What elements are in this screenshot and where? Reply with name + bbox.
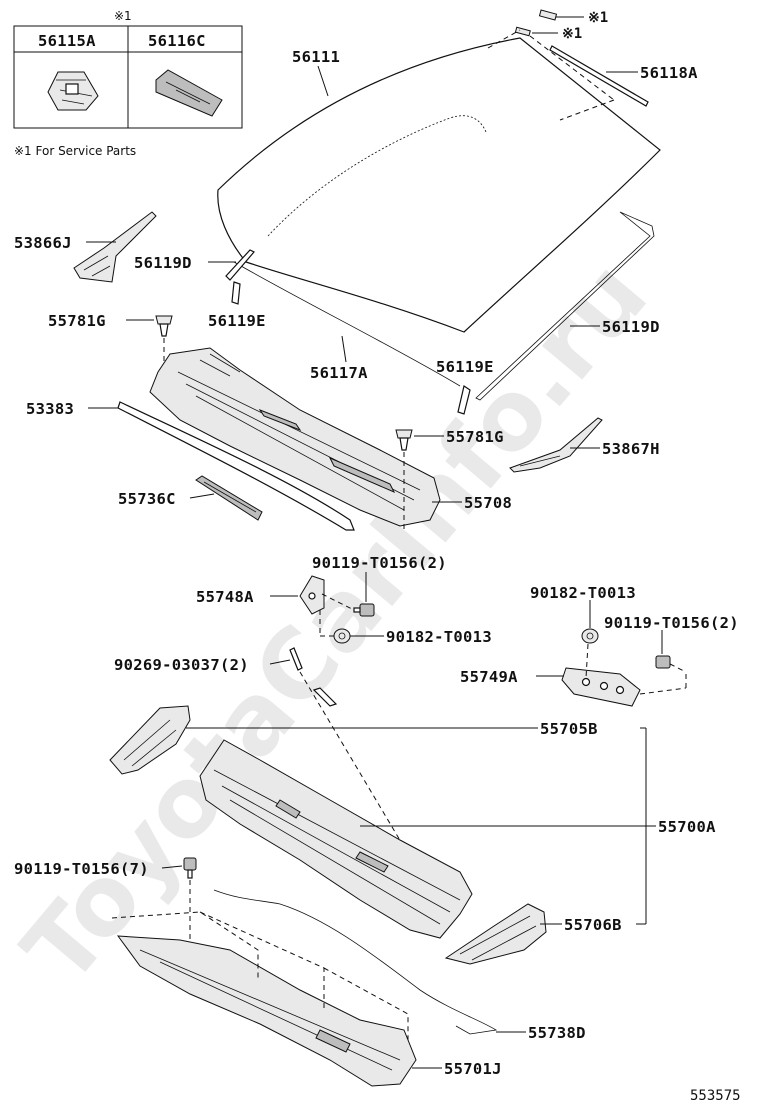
callout-53383: 53383 (26, 400, 74, 418)
callout-56117A: 56117A (310, 364, 368, 382)
callout-90119-top: 90119-T0156(2) (312, 554, 447, 572)
clip-56116c-icon (155, 69, 223, 117)
strip-56119d-left (225, 249, 255, 281)
callout-56118A: 56118A (640, 64, 698, 82)
legend-col2-label: 56116C (148, 32, 206, 50)
callout-55738D: 55738D (528, 1024, 586, 1042)
callout-55736C: 55736C (118, 490, 176, 508)
callout-56119E-right: 56119E (436, 358, 494, 376)
nut-90182-left (333, 628, 351, 644)
watermark-text: ToyotaCarInfo.ru (2, 240, 669, 1005)
callout-53866J: 53866J (14, 234, 72, 252)
legend-note: ※1 For Service Parts (14, 144, 136, 158)
cowl-top-55700a (199, 739, 473, 939)
bracket-55706b (444, 903, 547, 965)
bracket-55749a (561, 667, 641, 707)
callout-55708: 55708 (464, 494, 512, 512)
legend-mark: ※1 (114, 9, 132, 23)
seal-53383 (117, 401, 355, 531)
seal-55738d (213, 889, 498, 1035)
callout-55700A: 55700A (658, 818, 716, 836)
bracket-55748a (299, 575, 325, 615)
image-number: 553575 (690, 1088, 741, 1104)
callout-53867H: 53867H (602, 440, 660, 458)
bracket-53867h (509, 417, 603, 473)
callout-55749A: 55749A (460, 668, 518, 686)
callout-56119E-left: 56119E (208, 312, 266, 330)
dam-56117a (233, 261, 461, 387)
callout-90182-right: 90182-T0013 (530, 584, 636, 602)
callout-55748A: 55748A (196, 588, 254, 606)
callout-56119D-right: 56119D (602, 318, 660, 336)
cowl-louver-55708 (149, 347, 441, 527)
clip-55781g-right (395, 429, 413, 451)
callout-90119-7: 90119-T0156(7) (14, 860, 149, 878)
service-mark-1: ※1 (588, 10, 608, 26)
nut-90182-right (581, 628, 599, 644)
bolt-90119-right (655, 655, 671, 669)
clip-56115a-icon (47, 71, 99, 111)
bolt-90119-top (353, 603, 375, 617)
service-mark-2: ※1 (562, 26, 582, 42)
callout-55701J: 55701J (444, 1060, 502, 1078)
callout-90182-left: 90182-T0013 (386, 628, 492, 646)
legend-box: ※1 56115A 56116C ※1 For Service Parts (13, 9, 243, 158)
strip-56119d-right (475, 211, 655, 401)
service-clip-top (487, 9, 615, 121)
strip-56118a (549, 45, 649, 107)
cowl-panel-55701j (116, 935, 417, 1087)
clip-55781g-left (155, 315, 173, 337)
bracket-55705b (109, 705, 191, 775)
callout-90119-right: 90119-T0156(2) (604, 614, 739, 632)
panel-55736c (195, 475, 263, 521)
legend-col1-label: 56115A (38, 32, 96, 50)
bolt-90119-7 (183, 857, 197, 879)
callout-55781G-left: 55781G (48, 312, 106, 330)
strip-56119e-left (231, 281, 241, 305)
callout-55781G-right: 55781G (446, 428, 504, 446)
callout-55706B: 55706B (564, 916, 622, 934)
strip-56119e-right (457, 385, 471, 415)
pin-90269 (289, 647, 338, 707)
callout-56111: 56111 (292, 48, 340, 66)
callout-56119D-left: 56119D (134, 254, 192, 272)
callout-55705B: 55705B (540, 720, 598, 738)
callout-90269: 90269-03037(2) (114, 656, 249, 674)
